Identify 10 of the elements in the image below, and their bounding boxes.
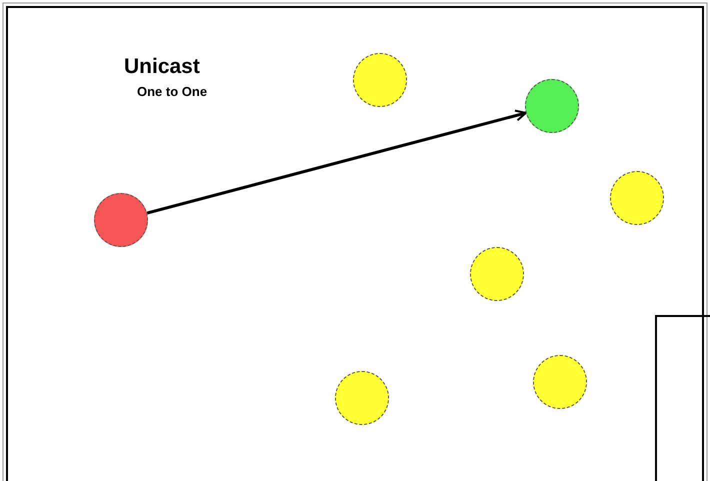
circle-node (335, 371, 389, 425)
circle-node (610, 171, 664, 225)
circle-node (525, 79, 579, 133)
circle-node (353, 53, 407, 107)
circle-node (470, 247, 524, 301)
title: Unicast (124, 55, 200, 79)
subtitle: One to One (137, 84, 208, 99)
arrow (146, 110, 527, 215)
circle-node (533, 355, 587, 409)
circle-node (94, 193, 148, 247)
